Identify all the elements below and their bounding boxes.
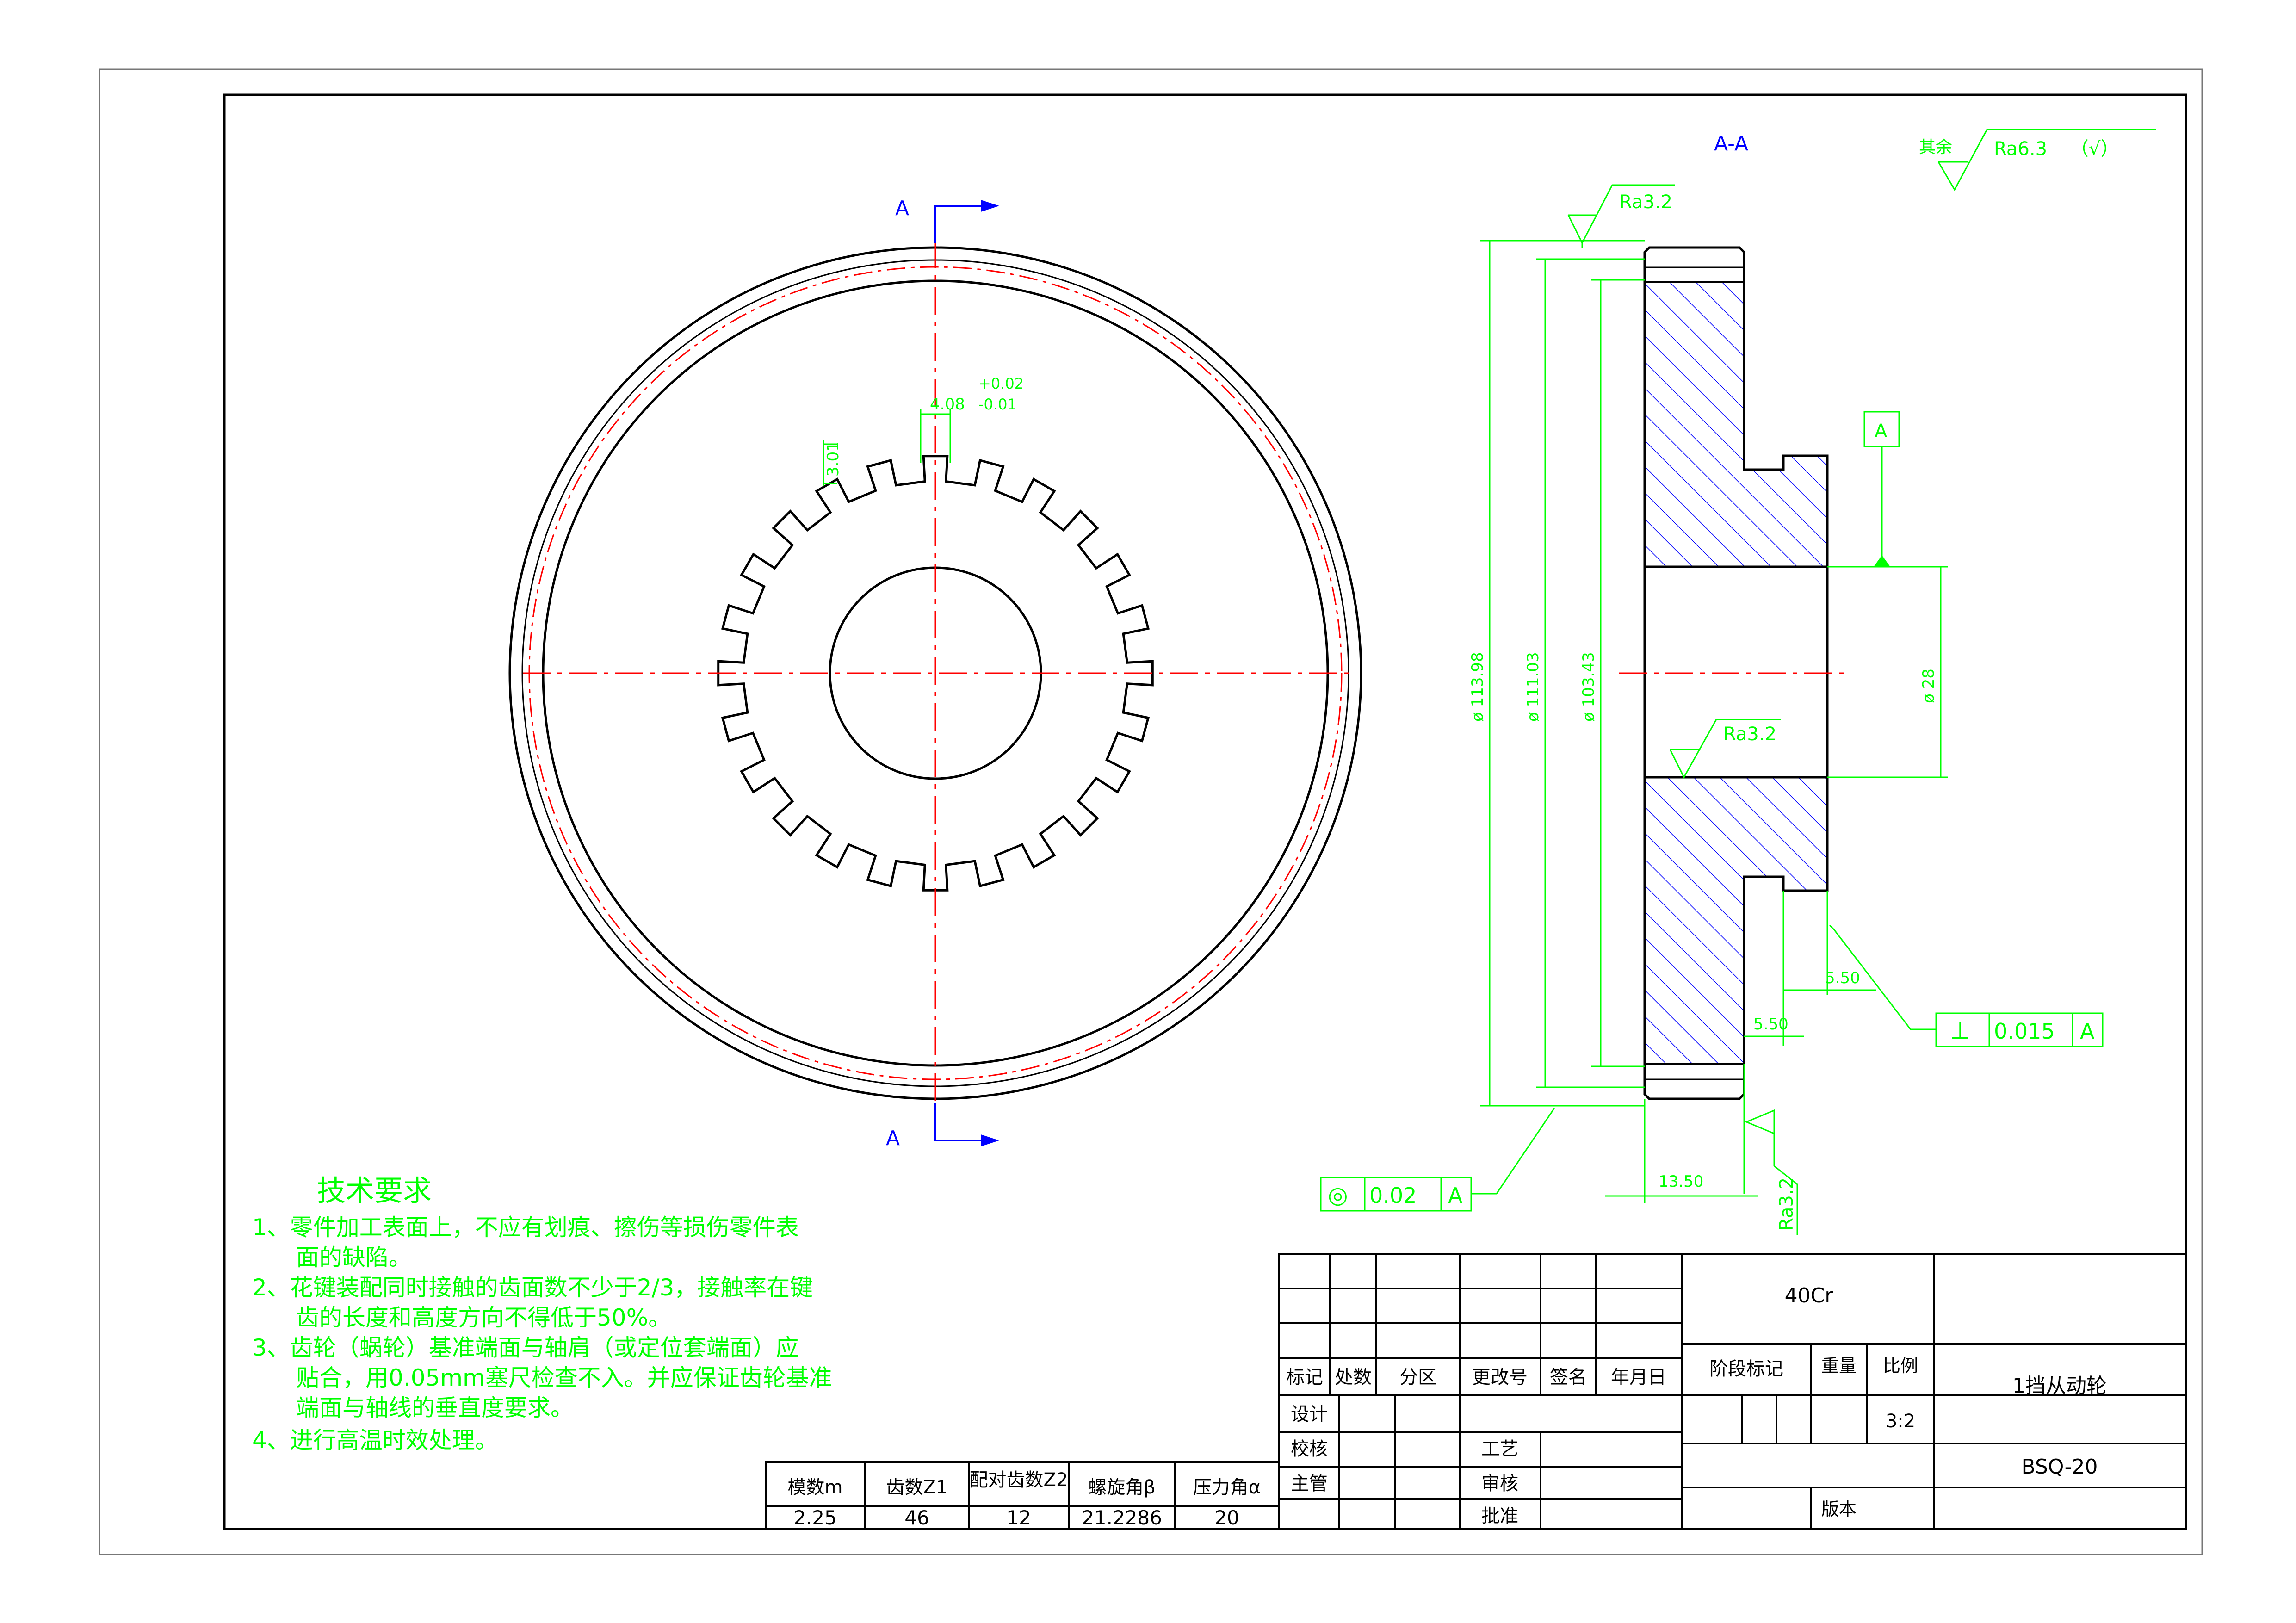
concentricity-datum: A (1448, 1183, 1463, 1208)
spline-width-dim: 4.08 (930, 395, 965, 414)
section-marker-top: A (895, 197, 999, 243)
rev-header-mark: 标记 (1286, 1367, 1323, 1388)
roughness-bore-label: Ra3.2 (1723, 724, 1776, 745)
gear-table-header-pressure: 压力角α (1193, 1477, 1261, 1498)
concentricity-value: 0.02 (1369, 1183, 1417, 1208)
gear-table-value-module: 2.25 (793, 1506, 837, 1529)
title-scale-label: 比例 (1883, 1356, 1918, 1376)
dim-width: 13.50 (1659, 1172, 1703, 1191)
roughness-bore (1669, 719, 1781, 779)
hatch-lower (1645, 777, 1827, 1064)
front-view: A A 4.08 +0.02 -0.01 3.01 (508, 197, 1362, 1150)
section-title: A-A (1714, 132, 1748, 155)
requirement-line-1: 1、零件加工表面上，不应有划痕、擦伤等损伤零件表 (252, 1214, 799, 1241)
roughness-bottom-label: Ra3.2 (1776, 1177, 1797, 1231)
gear-parameter-table: 模数m 齿数Z1 配对齿数Z2 螺旋角β 压力角α 2.25 46 12 21.… (765, 1461, 1280, 1530)
requirement-line-4: 齿的长度和高度方向不得低于50%。 (296, 1304, 671, 1331)
outer-frame (99, 68, 2203, 1555)
rev-header-date: 年月日 (1611, 1367, 1666, 1388)
datum-a-label: A (1875, 421, 1888, 442)
title-stage-label: 阶段标记 (1709, 1358, 1783, 1380)
datum-a (1830, 411, 1915, 568)
title-material: 40Cr (1785, 1284, 1834, 1307)
title-weight-label: 重量 (1821, 1356, 1857, 1376)
title-approve-label: 批准 (1481, 1505, 1518, 1527)
spline-tol-upper: +0.02 (978, 375, 1024, 392)
requirement-line-7: 端面与轴线的垂直度要求。 (296, 1394, 574, 1421)
title-manage-label: 主管 (1291, 1473, 1328, 1494)
technical-requirements: 技术要求 1、零件加工表面上，不应有划痕、擦伤等损伤零件表 面的缺陷。 2、花键… (252, 1174, 832, 1454)
gear-table-header-helix: 螺旋角β (1088, 1477, 1156, 1498)
title-block: 40Cr 1挡从动轮 BSQ-20 比例 3:2 重量 阶段标记 版本 标记 处… (1278, 1253, 2187, 1530)
requirement-line-8: 4、进行高温时效处理。 (252, 1427, 498, 1454)
gear-table-header-teeth: 齿数Z1 (886, 1477, 948, 1498)
section-marker-bottom: A (886, 1103, 999, 1150)
rev-header-count: 处数 (1335, 1367, 1372, 1388)
gear-table-value-mating-teeth: 12 (1006, 1506, 1031, 1529)
title-design-label: 设计 (1291, 1404, 1328, 1425)
title-check-label: 校核 (1291, 1438, 1328, 1460)
rev-header-signature: 签名 (1550, 1367, 1587, 1388)
roughness-bottom (1745, 1109, 1798, 1235)
perpendicularity-datum: A (2080, 1019, 2095, 1044)
roughness-general-suffix: （√） (2070, 138, 2119, 160)
datum-a-triangle (1874, 555, 1890, 567)
section-mark-top-label: A (895, 197, 909, 220)
title-review-label: 审核 (1481, 1473, 1518, 1494)
spline-dimensions (823, 409, 951, 486)
requirement-line-2: 面的缺陷。 (296, 1244, 412, 1271)
spline-profile (717, 455, 1154, 892)
rev-header-change-no: 更改号 (1472, 1367, 1528, 1388)
concentricity-frame (1320, 1108, 1555, 1212)
perpendicularity-value: 0.015 (1994, 1019, 2055, 1044)
requirement-line-5: 3、齿轮（蜗轮）基准端面与轴肩（或定位套端面）应 (252, 1334, 799, 1361)
roughness-top-label: Ra3.2 (1619, 192, 1672, 213)
gear-table-header-module: 模数m (788, 1477, 843, 1498)
title-part-name: 1挡从动轮 (2012, 1374, 2107, 1398)
dim-root-diameter: ø 103.43 (1579, 652, 1598, 722)
gear-table-header-mating-teeth: 配对齿数Z2 (970, 1469, 1068, 1491)
hatch-upper (1645, 282, 1827, 567)
requirement-line-6: 贴合，用0.05mm塞尺检查不入。并应保证齿轮基准 (296, 1364, 832, 1391)
perpendicularity-frame (1829, 924, 2104, 1047)
title-craft-label: 工艺 (1481, 1438, 1518, 1460)
requirements-title: 技术要求 (317, 1174, 432, 1208)
spline-tol-lower: -0.01 (978, 396, 1017, 413)
roughness-general (1937, 129, 2156, 192)
rev-header-zone: 分区 (1399, 1367, 1436, 1388)
title-scale-value: 3:2 (1886, 1411, 1915, 1432)
title-version-label: 版本 (1821, 1499, 1857, 1519)
gear-table-value-pressure: 20 (1214, 1506, 1239, 1529)
dim-hub-step-1: 5.50 (1825, 969, 1860, 987)
section-mark-bottom-label: A (886, 1127, 900, 1150)
gear-table-value-teeth: 46 (904, 1506, 929, 1529)
roughness-general-value: Ra6.3 (1994, 138, 2047, 160)
section-view: A-A ø 113.98 ø 111.03 ø 10 (1320, 129, 2156, 1235)
spline-depth-dim: 3.01 (824, 441, 842, 477)
title-drawing-number: BSQ-20 (2021, 1455, 2098, 1479)
dim-outer-diameter: ø 113.98 (1468, 652, 1487, 722)
roughness-general-prefix: 其余 (1919, 138, 1952, 157)
roughness-top (1567, 184, 1675, 248)
gear-table-value-helix: 21.2286 (1082, 1506, 1162, 1529)
axial-dimensions (1605, 891, 1876, 1203)
diameter-dimensions (1480, 240, 1948, 1107)
perpendicularity-symbol: ⊥ (1950, 1017, 1970, 1044)
dim-hub-step-2: 5.50 (1753, 1015, 1789, 1034)
concentricity-symbol: ◎ (1328, 1182, 1348, 1208)
dim-pitch-diameter: ø 111.03 (1524, 652, 1542, 722)
requirement-line-3: 2、花键装配同时接触的齿面数不少于2/3，接触率在键 (252, 1274, 813, 1301)
dim-bore-diameter: ø 28 (1919, 669, 1938, 703)
